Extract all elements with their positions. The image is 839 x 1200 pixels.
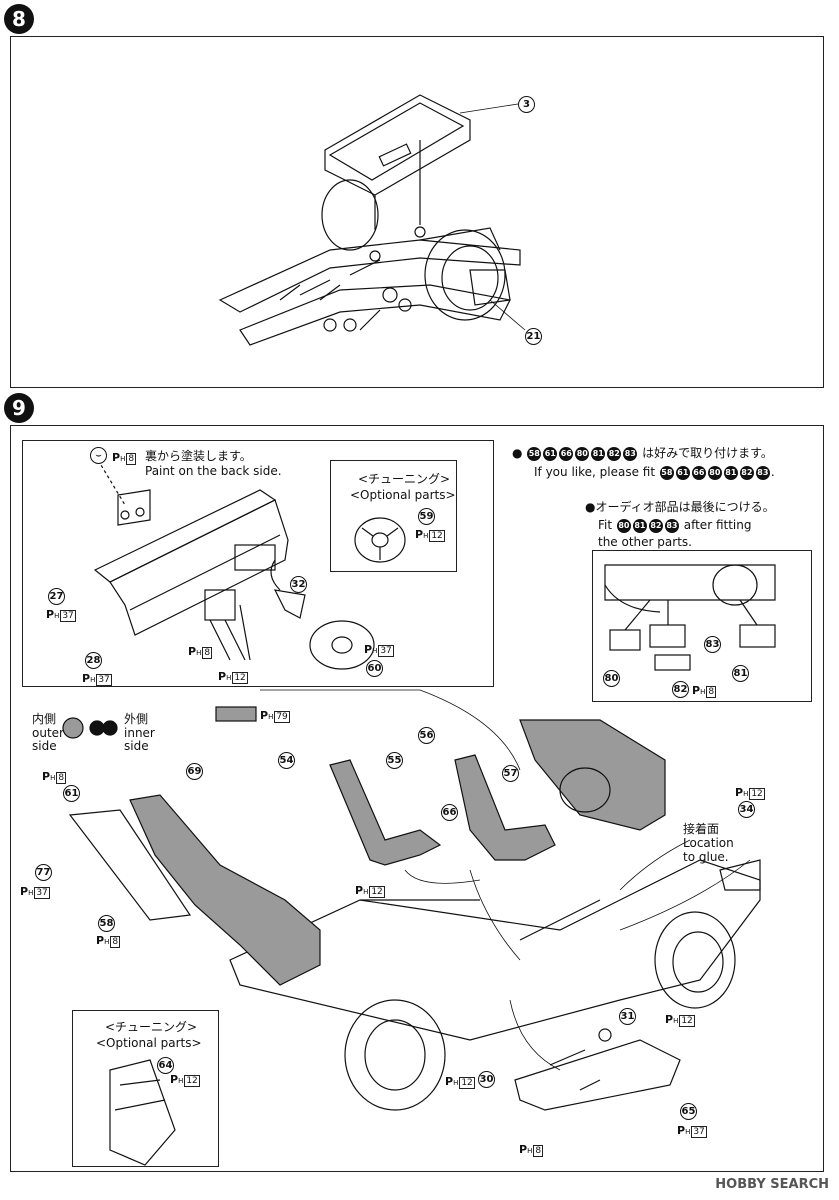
part-number-31: 31 [619, 1008, 636, 1025]
glue-en2: to glue. [683, 850, 729, 864]
clock-marker-icon: ⌣ [90, 447, 107, 464]
audio-parts-illustration [604, 564, 776, 671]
opt-58: 58 [527, 446, 542, 461]
outer-side-en2: side [124, 739, 149, 753]
part-number-77: 77 [35, 864, 52, 881]
part-number-81: 81 [732, 665, 749, 682]
inner-side-en1: outer [32, 726, 64, 740]
glue-en1: Location [683, 836, 734, 850]
color-swatch [215, 706, 257, 722]
watermark: HOBBY SEARCH [715, 1177, 829, 1192]
paint-back-jp: 裏から塗装します。 [145, 449, 252, 463]
part-number-3: 3 [518, 96, 535, 113]
part-number-65: 65 [680, 1103, 697, 1120]
part-number-69: 69 [186, 763, 203, 780]
part-number-28: 28 [85, 652, 102, 669]
inner-side-en2: side [32, 739, 57, 753]
paint-back-en: Paint on the back side. [145, 464, 282, 478]
part-number-66: 66 [441, 804, 458, 821]
part-number-55: 55 [386, 752, 403, 769]
part-number-83: 83 [704, 636, 721, 653]
opt-61: 61 [543, 446, 558, 461]
step8-chassis-illustration [218, 179, 521, 346]
inner-side-jp: 内側 [32, 712, 57, 726]
step9-main-illustration [62, 706, 761, 1166]
optional-seat-jp: <チューニング> [105, 1020, 198, 1034]
opt-83: 83 [623, 446, 638, 461]
opt-81: 81 [591, 446, 606, 461]
outer-side-en1: inner [124, 726, 155, 740]
part-number-34: 34 [738, 801, 755, 818]
audio-inset-frame [592, 550, 812, 702]
optional-en: <Optional parts> [350, 488, 456, 502]
part-number-27: 27 [48, 588, 65, 605]
step-9-badge: 9 [4, 393, 34, 423]
part-number-57: 57 [502, 765, 519, 782]
optional-seat-frame [72, 1010, 219, 1167]
glue-jp: 接着面 [683, 822, 720, 836]
opt-82: 82 [607, 446, 622, 461]
step-9-frame [10, 425, 824, 1172]
part-number-54: 54 [278, 752, 295, 769]
optional-steering-wheel [354, 517, 406, 563]
dashboard-inset-frame [22, 440, 494, 687]
optional-seat-en: <Optional parts> [96, 1036, 202, 1050]
step8-tray-part-3 [324, 94, 471, 262]
part-number-60: 60 [366, 660, 383, 677]
part-number-30: 30 [478, 1071, 495, 1088]
part-number-61: 61 [63, 785, 80, 802]
opt-66: 66 [559, 446, 574, 461]
optional-steering-frame [330, 460, 457, 572]
part-number-58: 58 [98, 915, 115, 932]
audio-jp: ●オーディオ部品は最後につける。 [585, 500, 775, 514]
step9-dashboard-illustration [93, 454, 375, 670]
outer-side-jp: 外側 [124, 712, 149, 726]
part-number-59: 59 [418, 508, 435, 525]
step-8-frame [10, 36, 824, 388]
part-number-82: 82 [672, 681, 689, 698]
part-number-21: 21 [525, 328, 542, 345]
part-number-80: 80 [603, 670, 620, 687]
opt-80: 80 [575, 446, 590, 461]
optional-jp: <チューニング> [358, 472, 451, 486]
step-8-badge: 8 [4, 4, 34, 34]
part-number-56: 56 [418, 727, 435, 744]
part-number-32: 32 [290, 576, 307, 593]
part-number-64: 64 [157, 1057, 174, 1074]
audio-en-line2: the other parts. [598, 535, 692, 549]
